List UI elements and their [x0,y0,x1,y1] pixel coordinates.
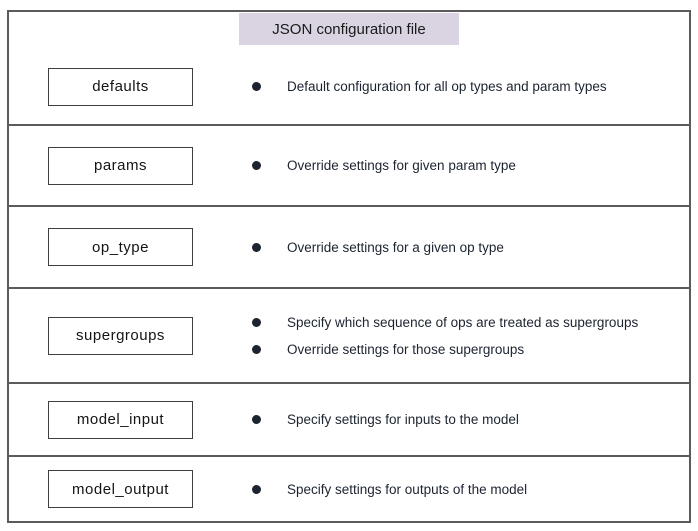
bullet-icon [252,317,261,327]
op-type-label: op_type [92,238,149,256]
section-defaults: JSON configuration file defaults Default… [9,12,689,124]
bullet-text: Override settings for those supergroups [287,341,525,357]
section-params: params Override settings for given param… [9,124,689,205]
model-output-label-box: model_output [48,470,193,508]
supergroups-label-box: supergroups [48,316,193,355]
bullet-item: Override settings for a given op type [252,239,504,256]
diagram-title: JSON configuration file [272,20,426,38]
bullet-text: Default configuration for all op types a… [287,79,607,94]
section-model-output: model_output Specify settings for output… [9,455,689,521]
defaults-label: defaults [92,78,149,95]
bullet-icon [252,344,261,354]
bullet-text: Specify settings for inputs to the model [287,412,519,427]
bullet-text: Override settings for a given op type [287,239,504,255]
defaults-bullets: Default configuration for all op types a… [252,73,607,100]
defaults-label-box: defaults [48,67,193,106]
bullet-icon [252,484,261,494]
bullet-text: Override settings for given param type [287,158,516,173]
supergroups-bullets: Specify which sequence of ops are treate… [252,309,638,363]
bullet-item: Override settings for those supergroups [252,341,638,358]
diagram-table-frame: JSON configuration file defaults Default… [7,10,691,523]
op-type-bullets: Override settings for a given op type [252,234,504,261]
section-supergroups: supergroups Specify which sequence of op… [9,287,689,382]
bullet-icon [252,82,261,91]
bullet-item: Specify which sequence of ops are treate… [252,314,638,331]
bullet-text: Specify settings for outputs of the mode… [287,481,528,497]
op-type-label-box: op_type [48,228,193,266]
model-input-label: model_input [76,411,165,428]
bullet-icon [252,242,261,252]
supergroups-label: supergroups [76,327,165,344]
bullet-item: Default configuration for all op types a… [252,78,607,95]
section-op-type: op_type Override settings for a given op… [9,205,689,287]
defaults-row: defaults Default configuration for all o… [9,49,689,124]
bullet-item: Override settings for given param type [252,157,516,174]
model-output-bullets: Specify settings for outputs of the mode… [252,476,527,503]
bullet-item: Specify settings for outputs of the mode… [252,481,527,498]
bullet-icon [252,415,261,424]
diagram-title-box: JSON configuration file [239,13,459,45]
model-input-label-box: model_input [48,400,193,439]
bullet-icon [252,161,261,170]
bullet-text: Specify which sequence of ops are treate… [287,314,639,330]
bullet-item: Specify settings for inputs to the model [252,411,519,428]
model-input-bullets: Specify settings for inputs to the model [252,406,519,433]
section-model-input: model_input Specify settings for inputs … [9,382,689,455]
params-bullets: Override settings for given param type [252,152,516,179]
params-label-box: params [48,146,193,185]
params-label: params [93,157,148,174]
model-output-label: model_output [72,480,169,498]
